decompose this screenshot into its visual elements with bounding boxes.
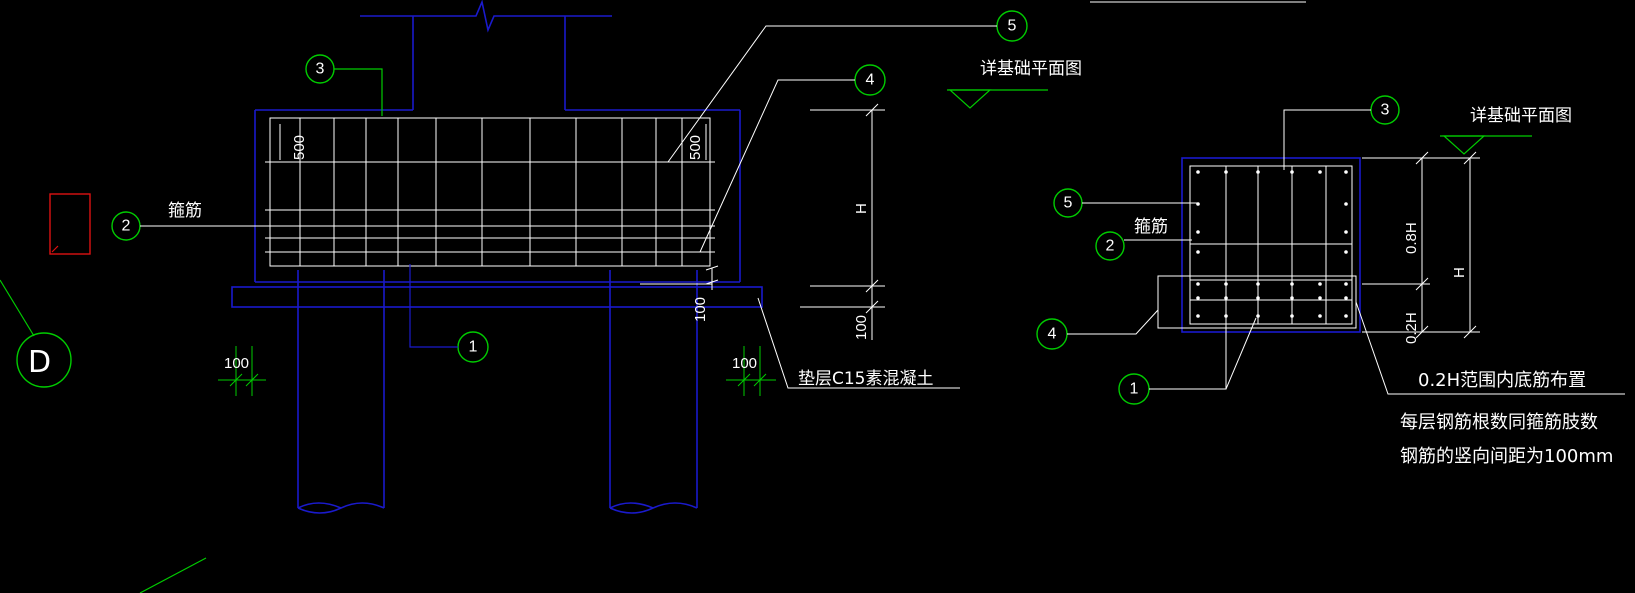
stirrup-label-right: 箍筋 xyxy=(1134,217,1168,237)
cushion-leader xyxy=(757,297,960,389)
level-symbol-left xyxy=(947,89,1048,109)
callout-2-right-label: 2 xyxy=(1106,238,1115,255)
right-section-view: 3 5 2 箍筋 4 1 xyxy=(1036,95,1625,467)
callout-5-right-label: 5 xyxy=(1064,195,1073,212)
level-symbol-right xyxy=(1440,135,1532,155)
green-diagonal-line xyxy=(139,557,207,593)
callout-3-left: 3 xyxy=(305,54,383,116)
dim-08H: 0.8H xyxy=(1403,222,1420,254)
callout-5: 5 xyxy=(667,10,1028,163)
level-note-right: 详基础平面图 xyxy=(1470,106,1572,126)
rebar-grid-left xyxy=(265,117,715,267)
callout-3-right-label: 3 xyxy=(1381,102,1390,119)
note-line3: 钢筋的竖向间距为100mm xyxy=(1400,446,1613,467)
callout-2-right: 2 箍筋 xyxy=(1095,217,1192,261)
column-above xyxy=(254,0,741,283)
dim-100-pile-left-group xyxy=(218,346,266,396)
pile-right xyxy=(609,270,698,514)
dim-100-pile-right: 100 xyxy=(732,355,757,372)
stirrup-label-left: 箍筋 xyxy=(168,201,202,221)
callout-3-right: 3 xyxy=(1283,95,1400,170)
dim-100-pile-right-group xyxy=(726,346,776,396)
cushion-note: 垫层C15素混凝土 xyxy=(798,369,934,389)
dim-500-right: 500 xyxy=(687,135,704,160)
callout-1-right-label: 1 xyxy=(1130,381,1139,398)
dim-H-left-group xyxy=(800,103,885,340)
left-elevation-view: 500 500 3 2 箍筋 5 4 xyxy=(111,0,1082,514)
pile-left xyxy=(297,270,385,514)
dim-500-left: 500 xyxy=(291,135,308,160)
callout-1-right: 1 xyxy=(1118,317,1257,405)
callout-2-left-label: 2 xyxy=(122,218,131,235)
section-rebar-lines xyxy=(1190,166,1352,324)
section-rebar-dots xyxy=(1196,170,1348,318)
callout-4-left: 4 xyxy=(699,64,886,253)
callout-5-right: 5 xyxy=(1053,188,1198,218)
stirrup-outline xyxy=(1189,165,1353,325)
callout-4-right-label: 4 xyxy=(1048,326,1057,343)
dim-right-group xyxy=(1362,151,1480,339)
dim-H-left: H xyxy=(853,203,870,214)
note-line2: 每层钢筋根数同箍筋肢数 xyxy=(1400,412,1598,433)
dim-100-pile-left: 100 xyxy=(224,355,249,372)
note-line1: 0.2H范围内底筋布置 xyxy=(1418,370,1586,391)
section-marker-label: D xyxy=(28,345,51,380)
callout-1-left: 1 xyxy=(409,264,489,363)
cushion-layer xyxy=(231,286,763,308)
dim-100-level: 100 xyxy=(853,315,870,340)
dim-100-bottom-group xyxy=(640,265,719,290)
section-marker: D xyxy=(0,279,72,388)
section-outline xyxy=(1181,157,1361,333)
callout-4-left-label: 4 xyxy=(866,72,875,89)
red-marker-rect xyxy=(49,193,91,255)
red-marker-tick xyxy=(51,245,59,253)
callout-2-left: 2 箍筋 xyxy=(111,201,350,241)
dim-100-bottom: 100 xyxy=(692,297,709,322)
dim-H-right: H xyxy=(1451,267,1468,278)
callout-4-right: 4 xyxy=(1036,309,1159,350)
note-leader xyxy=(1355,301,1625,395)
dim-02H: 0.2H xyxy=(1403,312,1420,344)
level-note-left: 详基础平面图 xyxy=(980,59,1082,79)
callout-3-left-label: 3 xyxy=(316,61,325,78)
callout-5-label: 5 xyxy=(1008,18,1017,35)
callout-1-left-label: 1 xyxy=(469,339,478,356)
